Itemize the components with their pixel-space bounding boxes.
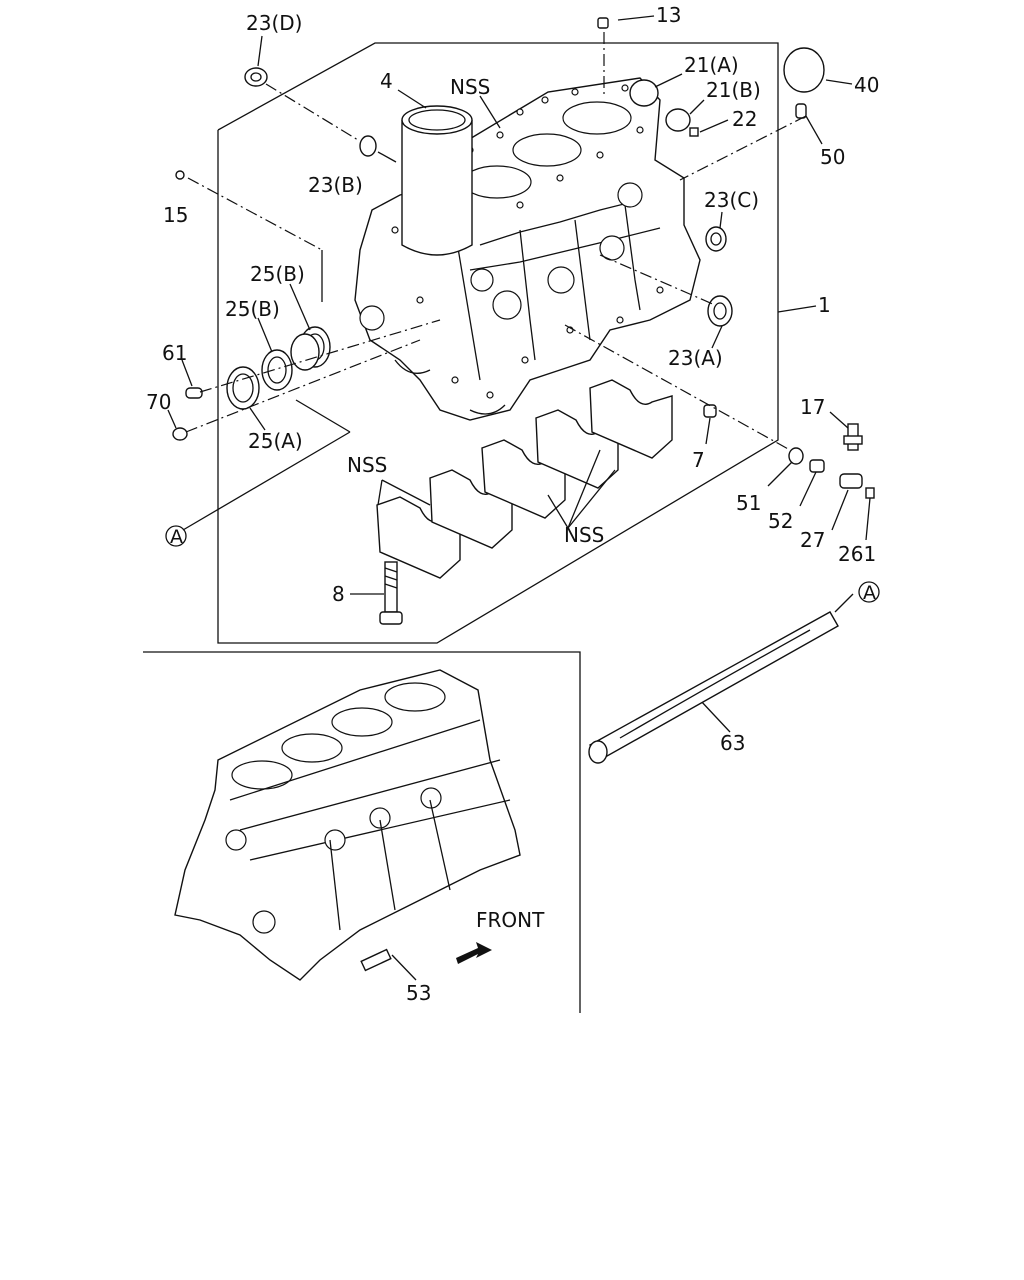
callout-50: 50 [820, 145, 845, 169]
callout-22: 22 [732, 107, 757, 131]
oil-gallery-pipe [588, 611, 839, 764]
circled-reference-marker-icon [165, 525, 880, 603]
callout-25b-1: 25(B) [250, 262, 305, 286]
callout-23d: 23(D) [246, 11, 302, 35]
assembled-block-inset [174, 669, 521, 981]
callout-63: 63 [720, 731, 745, 755]
callout-nss-bottom: NSS [564, 523, 604, 547]
front-label: FRONT [476, 908, 545, 932]
callout-21b: 21(B) [706, 78, 761, 102]
callout-4: 4 [380, 69, 393, 93]
inset-frame [143, 651, 581, 1013]
callout-51: 51 [736, 491, 761, 515]
callout-7: 7 [692, 448, 705, 472]
leader-lines [167, 15, 871, 981]
callout-27: 27 [800, 528, 825, 552]
callout-52: 52 [768, 509, 793, 533]
assembly-frame [217, 42, 779, 644]
cylinder-liner [401, 105, 473, 256]
callout-53: 53 [406, 981, 431, 1005]
callout-23b: 23(B) [308, 173, 363, 197]
ref-marker-a-left: A [170, 526, 183, 548]
main-bearing-caps [376, 379, 673, 579]
callout-labels: 23(D) 13 21(A) 21(B) 40 4 NSS 22 50 23(B… [146, 3, 879, 1005]
callout-40: 40 [854, 73, 879, 97]
callout-25b-2: 25(B) [225, 297, 280, 321]
callout-23a: 23(A) [668, 346, 723, 370]
callout-261: 261 [838, 542, 876, 566]
callout-nss-left: NSS [347, 453, 387, 477]
front-arrow-icon [456, 942, 492, 964]
callout-21a: 21(A) [684, 53, 739, 77]
callout-8: 8 [332, 582, 345, 606]
callout-15: 15 [163, 203, 188, 227]
callout-25a: 25(A) [248, 429, 303, 453]
callout-17: 17 [800, 395, 825, 419]
callout-61: 61 [162, 341, 187, 365]
callout-70: 70 [146, 390, 171, 414]
callout-1: 1 [818, 293, 831, 317]
callout-13: 13 [656, 3, 681, 27]
callout-23c: 23(C) [704, 188, 759, 212]
ref-marker-a-right: A [863, 582, 876, 604]
cylinder-block [354, 77, 701, 421]
callout-nss-top: NSS [450, 75, 490, 99]
